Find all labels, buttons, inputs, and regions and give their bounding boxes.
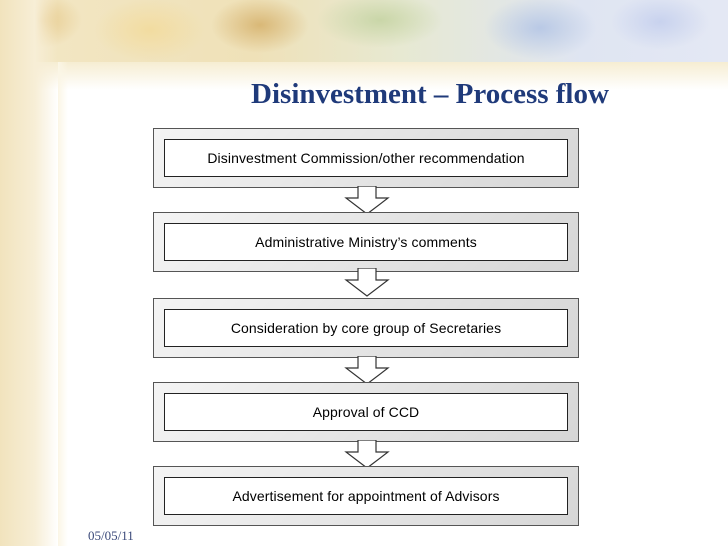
down-arrow-icon: [344, 440, 390, 469]
side-stripe: [58, 62, 68, 546]
down-arrow-icon: [344, 356, 390, 385]
down-arrow-icon: [344, 186, 390, 215]
step-label-4: Approval of CCD: [164, 393, 568, 431]
step-box-5: Advertisement for appointment of Advisor…: [153, 466, 579, 526]
step-box-4: Approval of CCD: [153, 382, 579, 442]
slide-title: Disinvestment – Process flow: [251, 78, 609, 110]
step-label-1: Disinvestment Commission/other recommend…: [164, 139, 568, 177]
banner-fade: [0, 62, 728, 90]
side-decoration: [0, 0, 58, 546]
step-label-2: Administrative Ministry’s comments: [164, 223, 568, 261]
step-label-3: Consideration by core group of Secretari…: [164, 309, 568, 347]
down-arrow-icon: [344, 268, 390, 297]
floral-banner: [0, 0, 728, 62]
slide-date: 05/05/11: [88, 528, 134, 543]
step-box-2: Administrative Ministry’s comments: [153, 212, 579, 272]
step-label-5: Advertisement for appointment of Advisor…: [164, 477, 568, 515]
step-box-1: Disinvestment Commission/other recommend…: [153, 128, 579, 188]
step-box-3: Consideration by core group of Secretari…: [153, 298, 579, 358]
